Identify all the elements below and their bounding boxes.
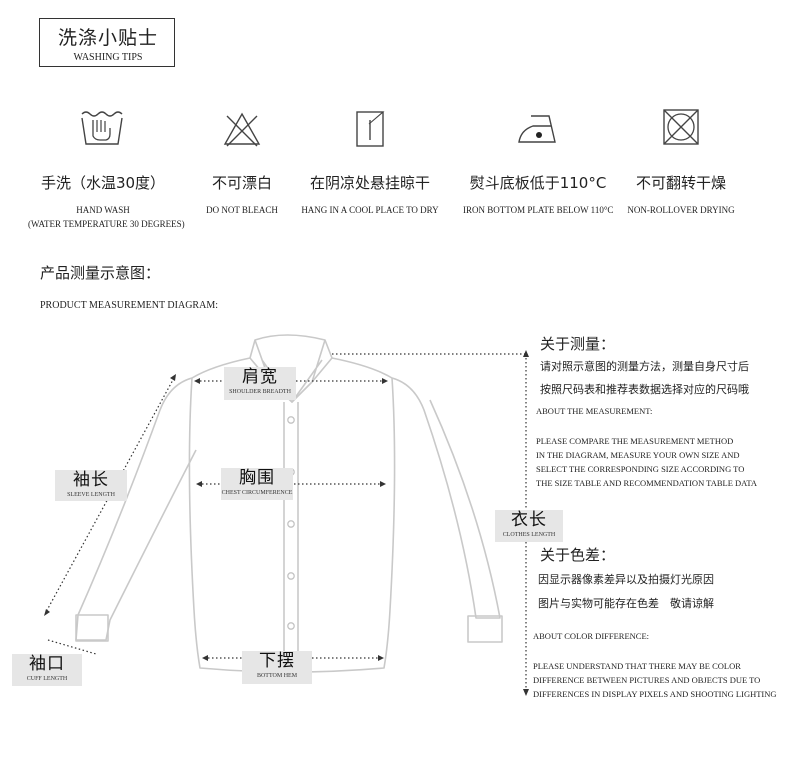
- color-title-en: ABOUT COLOR DIFFERENCE:: [533, 631, 650, 641]
- label-sleeve-cn: 袖长: [73, 470, 109, 490]
- no-tumble-dry-icon: [663, 109, 699, 145]
- label-sleeve: 袖长 SLEEVE LENGTH: [55, 470, 127, 501]
- color-en-1: PLEASE UNDERSTAND THAT THERE MAY BE COLO…: [533, 661, 741, 671]
- care-hand-wash-cn: 手洗（水温30度）: [40, 174, 166, 192]
- care-no-tumble-dry: 不可翻转干燥 NON-ROLLOVER DRYING: [606, 106, 756, 217]
- measurement-en-2: IN THE DIAGRAM, MEASURE YOUR OWN SIZE AN…: [536, 450, 740, 460]
- care-hand-wash-en: HAND WASH: [76, 205, 130, 215]
- label-sleeve-en: SLEEVE LENGTH: [67, 492, 115, 498]
- care-iron-cn: 熨斗底板低于110°C: [469, 174, 607, 192]
- line-dry-shade-icon: [356, 111, 385, 147]
- color-en-3: DIFFERENCES IN DISPLAY PIXELS AND SHOOTI…: [533, 689, 777, 699]
- diagram-title-cn: 产品测量示意图：: [40, 264, 161, 282]
- color-cn-2: 图片与实物可能存在色差 敬请谅解: [538, 597, 714, 610]
- hand-wash-icon: [81, 111, 123, 145]
- care-line-dry: 在阴凉处悬挂晾干 HANG IN A COOL PLACE TO DRY: [295, 106, 445, 217]
- care-iron-en: IRON BOTTOM PLATE BELOW 110°C: [463, 205, 614, 215]
- measurement-en-4: THE SIZE TABLE AND RECOMMENDATION TABLE …: [536, 478, 757, 488]
- label-cuff: 袖口 CUFF LENGTH: [12, 654, 82, 686]
- washing-tips-title-cn: 洗涤小贴士: [57, 27, 158, 49]
- measurement-en-1: PLEASE COMPARE THE MEASUREMENT METHOD: [536, 436, 734, 446]
- measurement-en-3: SELECT THE CORRESPONDING SIZE ACCORDING …: [536, 464, 745, 474]
- no-bleach-icon: [223, 112, 261, 147]
- color-title-cn: 关于色差：: [540, 546, 616, 564]
- washing-tips-header: 洗涤小贴士 WASHING TIPS: [39, 18, 175, 67]
- label-clothes-length-cn: 衣长: [511, 510, 547, 530]
- label-chest: 胸围 CHEST CIRCUMFERENCE: [221, 468, 293, 500]
- care-hand-wash-en-2: (WATER TEMPERATURE 30 DEGREES): [28, 219, 185, 229]
- measurement-cn-1: 请对照示意图的测量方法，测量自身尺寸后: [540, 360, 749, 373]
- label-chest-cn: 胸围: [239, 468, 275, 488]
- label-hem: 下摆 BOTTOM HEM: [242, 651, 312, 684]
- measurement-cn-2: 按照尺码表和推荐表数据选择对应的尺码哦: [540, 383, 749, 396]
- care-no-tumble-dry-cn: 不可翻转干燥: [635, 174, 726, 192]
- diagram-title-en: PRODUCT MEASUREMENT DIAGRAM:: [40, 300, 218, 311]
- care-hand-wash: 手洗（水温30度） HAND WASH (WATER TEMPERATURE 3…: [28, 106, 185, 231]
- label-shoulder-en: SHOULDER BREADTH: [229, 389, 291, 395]
- label-clothes-length: 衣长 CLOTHES LENGTH: [495, 510, 563, 542]
- label-cuff-en: CUFF LENGTH: [26, 676, 68, 682]
- care-line-dry-en: HANG IN A COOL PLACE TO DRY: [301, 205, 439, 215]
- care-no-bleach: 不可漂白 DO NOT BLEACH: [167, 106, 317, 217]
- measurement-title-cn: 关于测量：: [540, 335, 616, 353]
- label-shoulder-cn: 肩宽: [242, 367, 278, 387]
- label-hem-en: BOTTOM HEM: [256, 673, 298, 679]
- washing-tips-title-en: WASHING TIPS: [73, 52, 143, 63]
- label-clothes-length-en: CLOTHES LENGTH: [502, 532, 556, 538]
- label-hem-cn: 下摆: [259, 651, 295, 671]
- care-no-tumble-dry-en: NON-ROLLOVER DRYING: [627, 205, 735, 215]
- color-en-2: DIFFERENCE BETWEEN PICTURES AND OBJECTS …: [533, 675, 761, 685]
- color-cn-1: 因显示器像素差异以及拍摄灯光原因: [538, 573, 714, 586]
- label-chest-en: CHEST CIRCUMFERENCE: [221, 490, 293, 496]
- care-no-bleach-en: DO NOT BLEACH: [206, 205, 278, 215]
- iron-icon: [518, 115, 556, 143]
- care-iron: 熨斗底板低于110°C IRON BOTTOM PLATE BELOW 110°…: [463, 106, 613, 217]
- care-no-bleach-cn: 不可漂白: [211, 174, 272, 192]
- measurement-title-en: ABOUT THE MEASUREMENT:: [536, 406, 653, 416]
- label-cuff-cn: 袖口: [29, 654, 65, 674]
- label-shoulder: 肩宽 SHOULDER BREADTH: [224, 367, 296, 400]
- care-line-dry-cn: 在阴凉处悬挂晾干: [309, 174, 430, 192]
